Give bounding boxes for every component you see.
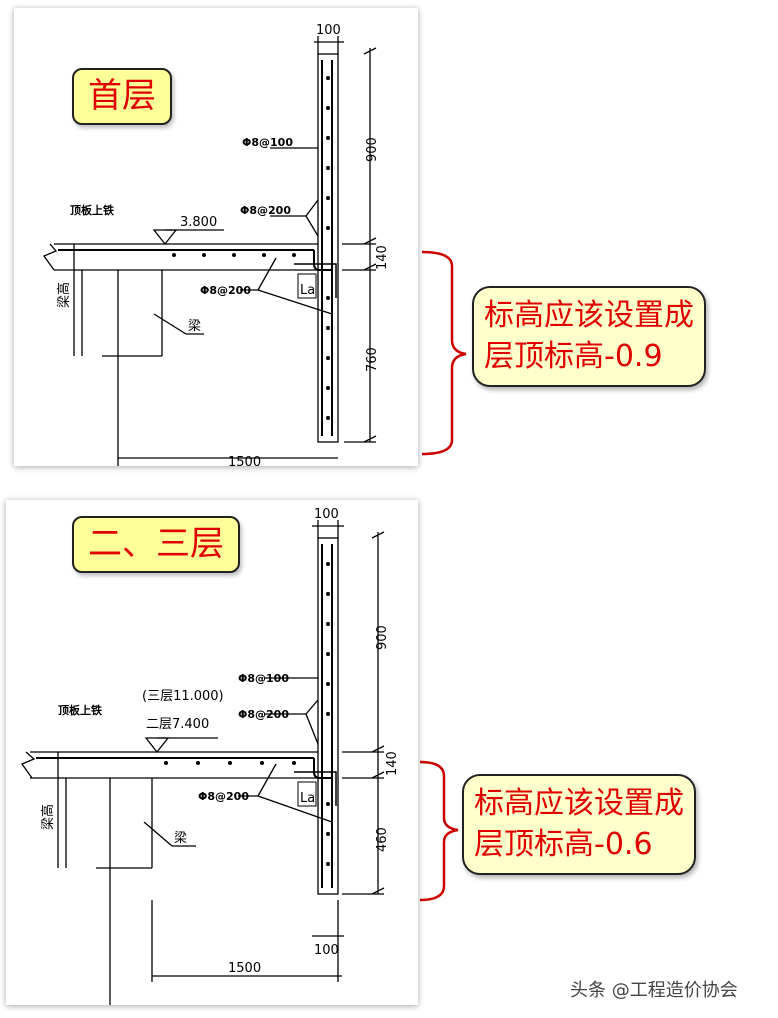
- parapet-wall: [317, 53, 339, 443]
- callout-line-1: 标高应该设置成: [484, 298, 694, 333]
- callout-second-third: 标高应该设置成 层顶标高-0.6: [462, 774, 696, 875]
- dim-bottom-small: 100: [314, 943, 339, 958]
- section-drawing-first-floor: 100 900 140 760 1500 Φ8@100 Φ8@200 Φ8@20…: [42, 23, 390, 466]
- floor-label-first: 首层: [72, 68, 172, 125]
- elevation-label-third: (三层11.000): [142, 689, 224, 704]
- bracket-second-third: [419, 760, 459, 902]
- section-drawing-second-third: 100 900 140 460 100 1500 Φ8@100 Φ8@200 Φ…: [20, 507, 400, 1005]
- slab-top-rebar-label: 顶板上铁: [70, 203, 114, 217]
- detail-panel-first-floor: 100 900 140 760 1500 Φ8@100 Φ8@200 Φ8@20…: [14, 8, 418, 466]
- callout-line-2: 层顶标高-0.9: [484, 338, 663, 374]
- rebar-label-1: Φ8@100: [238, 672, 289, 685]
- elevation-label: 3.800: [180, 215, 217, 230]
- rebar-label-2: Φ8@200: [238, 708, 289, 721]
- dim-top-width: 100: [314, 507, 339, 522]
- dim-slab: 140: [375, 245, 390, 270]
- rebar-label-3: Φ8@200: [200, 284, 251, 297]
- dim-upper: 900: [375, 625, 390, 650]
- dim-slab: 140: [385, 751, 400, 776]
- dim-top-width: 100: [316, 23, 341, 38]
- slab-top-rebar-label: 顶板上铁: [58, 703, 102, 717]
- callout-line-2: 层顶标高-0.6: [474, 826, 653, 862]
- la-label: La: [300, 283, 315, 298]
- parapet-wall: [317, 537, 339, 895]
- elevation-label-second: 二层7.400: [146, 717, 209, 732]
- callout-first-floor: 标高应该设置成 层顶标高-0.9: [472, 286, 706, 387]
- dim-lower: 460: [375, 827, 390, 852]
- callout-line-1: 标高应该设置成: [474, 786, 684, 821]
- rebar-label-3: Φ8@200: [198, 790, 249, 803]
- detail-panel-second-third: 100 900 140 460 100 1500 Φ8@100 Φ8@200 Φ…: [6, 500, 418, 1005]
- beam-label: 梁: [174, 831, 187, 846]
- beam-height-label: 梁高: [40, 804, 56, 830]
- floor-label-second-third: 二、三层: [72, 516, 240, 573]
- dim-upper: 900: [365, 137, 380, 162]
- rebar-label-2: Φ8@200: [240, 204, 291, 217]
- rebar-label-1: Φ8@100: [242, 136, 293, 149]
- beam-height-label: 梁高: [56, 282, 72, 308]
- bracket-first-floor: [421, 250, 467, 456]
- la-label: La: [300, 791, 315, 806]
- dim-lower: 760: [365, 347, 380, 372]
- beam-label: 梁: [188, 319, 201, 334]
- dim-bottom-width: 1500: [228, 455, 261, 466]
- dim-bottom-width: 1500: [228, 961, 261, 976]
- watermark: 头条 @工程造价协会: [570, 980, 738, 1001]
